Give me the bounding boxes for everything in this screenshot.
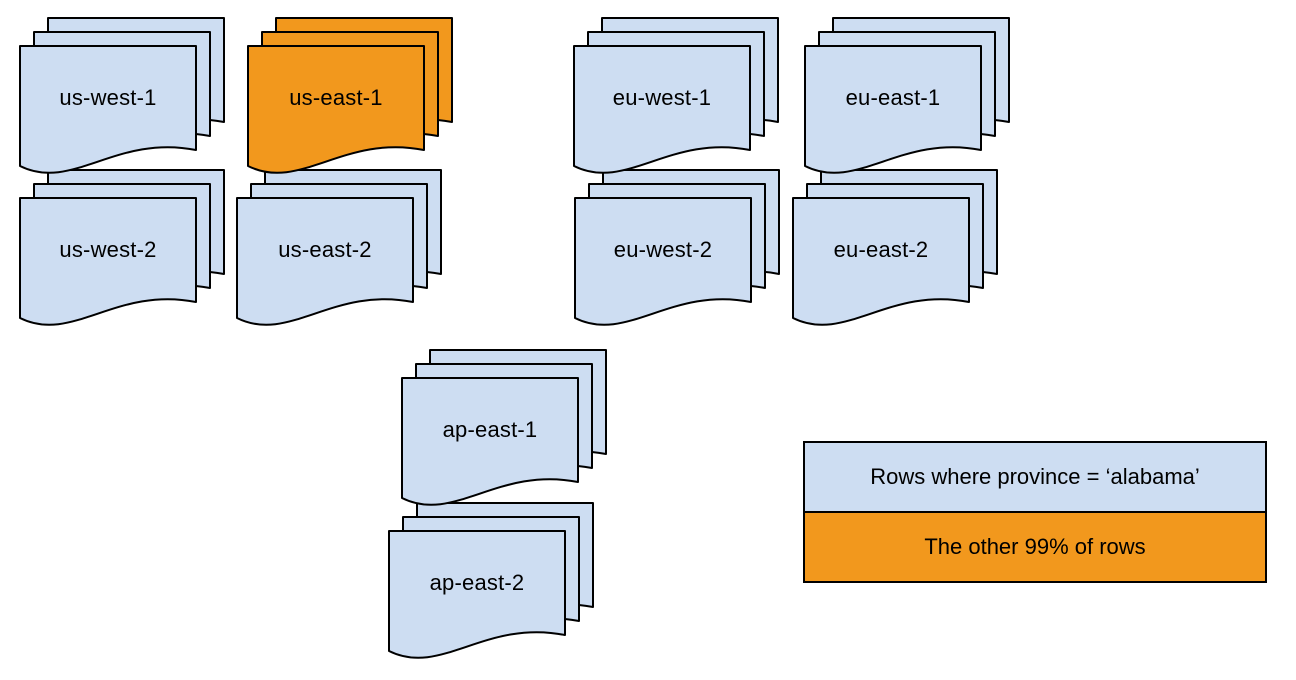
region-stack-eu-east-2: eu-east-2 xyxy=(792,169,1001,334)
document-stack-icon xyxy=(792,169,998,326)
region-stack-eu-west-2: eu-west-2 xyxy=(574,169,783,334)
document-stack-icon xyxy=(236,169,442,326)
region-stack-ap-east-2: ap-east-2 xyxy=(388,502,597,667)
region-stack-us-west-1: us-west-1 xyxy=(19,17,228,182)
region-stack-us-west-2: us-west-2 xyxy=(19,169,228,334)
legend-item-alabama-rows: Rows where province = ‘alabama’ xyxy=(805,443,1265,513)
legend-item-other-rows: The other 99% of rows xyxy=(805,513,1265,581)
region-stack-us-east-2: us-east-2 xyxy=(236,169,445,334)
document-stack-icon xyxy=(388,502,594,659)
document-stack-icon xyxy=(247,17,453,174)
legend-item-label: The other 99% of rows xyxy=(924,534,1146,559)
document-stack-icon xyxy=(574,169,780,326)
legend-item-label: Rows where province = ‘alabama’ xyxy=(870,464,1200,489)
legend: Rows where province = ‘alabama’ The othe… xyxy=(803,441,1267,583)
document-stack-icon xyxy=(19,169,225,326)
region-stack-eu-west-1: eu-west-1 xyxy=(573,17,782,182)
document-stack-icon xyxy=(401,349,607,506)
document-stack-icon xyxy=(19,17,225,174)
region-stack-eu-east-1: eu-east-1 xyxy=(804,17,1013,182)
document-stack-icon xyxy=(573,17,779,174)
region-stack-ap-east-1: ap-east-1 xyxy=(401,349,610,514)
document-stack-icon xyxy=(804,17,1010,174)
region-stack-us-east-1: us-east-1 xyxy=(247,17,456,182)
